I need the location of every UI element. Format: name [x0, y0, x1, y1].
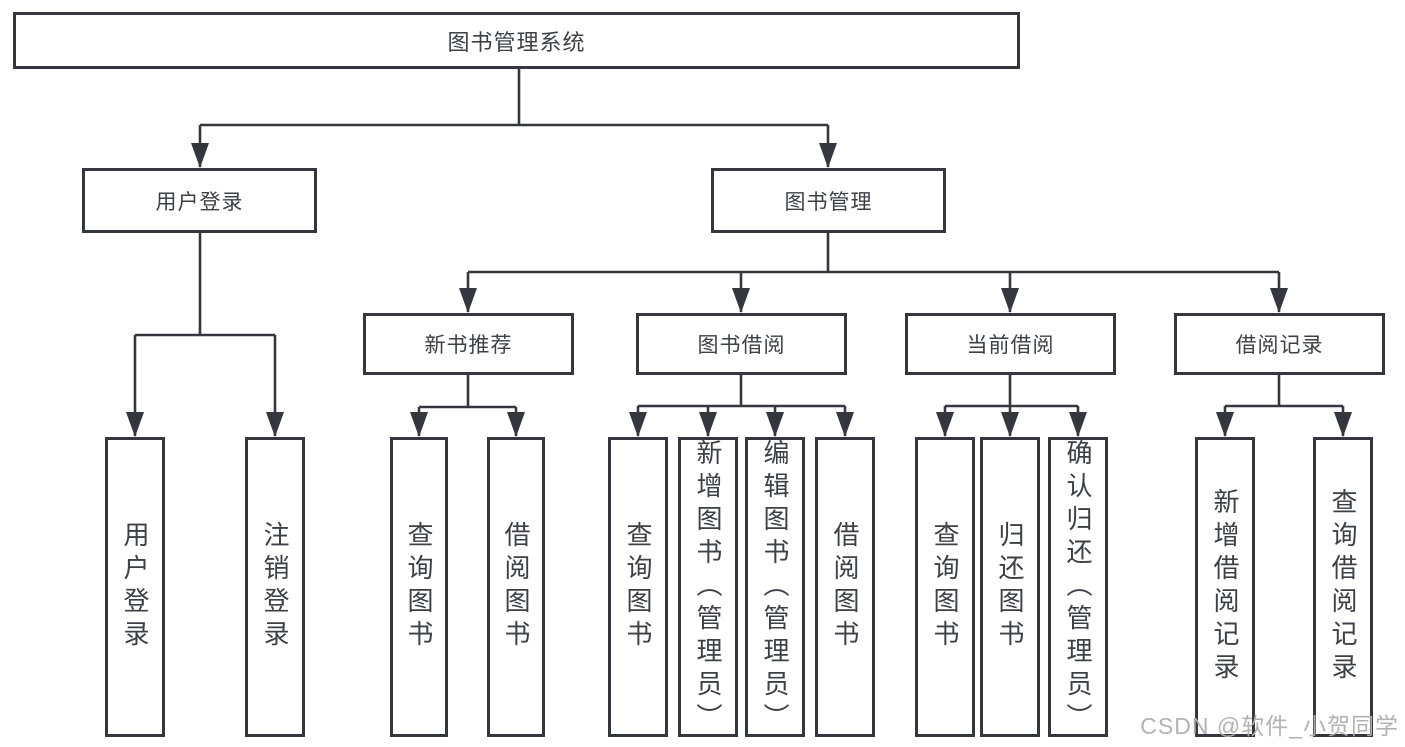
- node-root-label: 图书管理系统: [447, 29, 586, 55]
- csdn-watermark: CSDN @软件_小贺同学: [1140, 713, 1399, 739]
- leaf-br-query-record-label: 查询借阅记录: [1328, 488, 1358, 686]
- leaf-bb-query-books: 查询图书: [608, 437, 668, 737]
- node-new-book-recommend: 新书推荐: [363, 313, 574, 375]
- leaf-bb-query-books-label: 查询图书: [623, 521, 653, 653]
- leaf-bb-edit-books-admin-label: 编辑图书（管理员）: [760, 438, 790, 736]
- leaf-cb-return-books: 归还图书: [980, 437, 1040, 737]
- leaf-user-login: 用户登录: [105, 437, 165, 737]
- leaf-cb-return-books-label: 归还图书: [995, 521, 1025, 653]
- leaf-rec-borrow-books-label: 借阅图书: [501, 521, 531, 653]
- leaf-br-query-record: 查询借阅记录: [1313, 437, 1373, 737]
- leaf-user-login-label: 用户登录: [120, 521, 150, 653]
- leaf-br-add-record: 新增借阅记录: [1195, 437, 1255, 737]
- leaf-cb-confirm-return-admin: 确认归还（管理员）: [1048, 437, 1108, 737]
- leaf-rec-borrow-books: 借阅图书: [487, 437, 545, 737]
- leaf-logout: 注销登录: [245, 437, 305, 737]
- leaf-cb-confirm-return-admin-label: 确认归还（管理员）: [1063, 438, 1093, 736]
- node-borrow-records-label: 借阅记录: [1235, 334, 1324, 357]
- leaf-rec-query-books: 查询图书: [390, 437, 448, 737]
- leaf-rec-query-books-label: 查询图书: [404, 521, 434, 653]
- node-user-login: 用户登录: [82, 168, 317, 233]
- node-book-borrow: 图书借阅: [636, 313, 847, 375]
- leaf-cb-query-books-label: 查询图书: [930, 521, 960, 653]
- node-new-book-recommend-label: 新书推荐: [424, 334, 513, 357]
- node-book-management: 图书管理: [711, 168, 946, 233]
- leaf-bb-borrow-books-label: 借阅图书: [830, 521, 860, 653]
- leaf-cb-query-books: 查询图书: [915, 437, 975, 737]
- node-user-login-label: 用户登录: [155, 190, 244, 214]
- node-book-borrow-label: 图书借阅: [697, 334, 786, 357]
- node-current-borrow-label: 当前借阅: [966, 334, 1055, 357]
- leaf-bb-edit-books-admin: 编辑图书（管理员）: [745, 437, 805, 737]
- leaf-logout-label: 注销登录: [260, 521, 290, 653]
- node-current-borrow: 当前借阅: [905, 313, 1116, 375]
- connector-arrows: [126, 125, 1352, 437]
- leaf-bb-add-books-admin: 新增图书（管理员）: [678, 437, 738, 737]
- node-root: 图书管理系统: [13, 12, 1020, 69]
- leaf-br-add-record-label: 新增借阅记录: [1210, 488, 1240, 686]
- node-book-management-label: 图书管理: [784, 190, 873, 214]
- leaf-bb-add-books-admin-label: 新增图书（管理员）: [693, 438, 723, 736]
- connector-rails: [135, 69, 1343, 409]
- node-borrow-records: 借阅记录: [1174, 313, 1385, 375]
- leaf-bb-borrow-books: 借阅图书: [815, 437, 875, 737]
